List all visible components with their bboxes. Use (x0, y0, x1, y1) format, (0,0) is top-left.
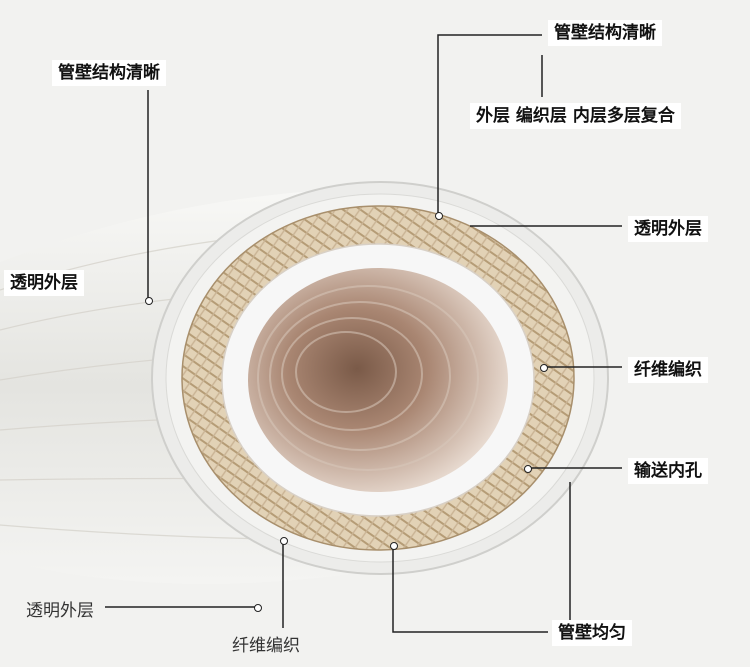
label-transparent-outer-bottom: 透明外层 (26, 601, 94, 621)
label-layers-composite: 外层 编织层 内层多层复合 (470, 103, 681, 129)
anchor-dot (254, 604, 262, 612)
anchor-dot (390, 542, 398, 550)
anchor-dot (540, 364, 548, 372)
anchor-dot (435, 212, 443, 220)
label-wall-structure-right: 管壁结构清晰 (548, 20, 662, 46)
label-uniform-wall: 管壁均匀 (552, 620, 632, 646)
leader-lines (105, 34, 622, 633)
anchor-dot (524, 465, 532, 473)
label-fiber-braid: 纤维编织 (628, 357, 708, 383)
anchor-dot (280, 537, 288, 545)
label-transparent-outer-right: 透明外层 (628, 216, 708, 242)
anchor-dot (145, 297, 153, 305)
label-conveying-bore: 输送内孔 (628, 458, 708, 484)
label-braid-layer-bottom: 纤维编织 (232, 636, 300, 656)
label-wall-structure-left: 管壁结构清晰 (52, 60, 166, 86)
label-transparent-outer-left: 透明外层 (4, 270, 84, 296)
bore-rings (257, 285, 479, 471)
bore (248, 268, 508, 492)
